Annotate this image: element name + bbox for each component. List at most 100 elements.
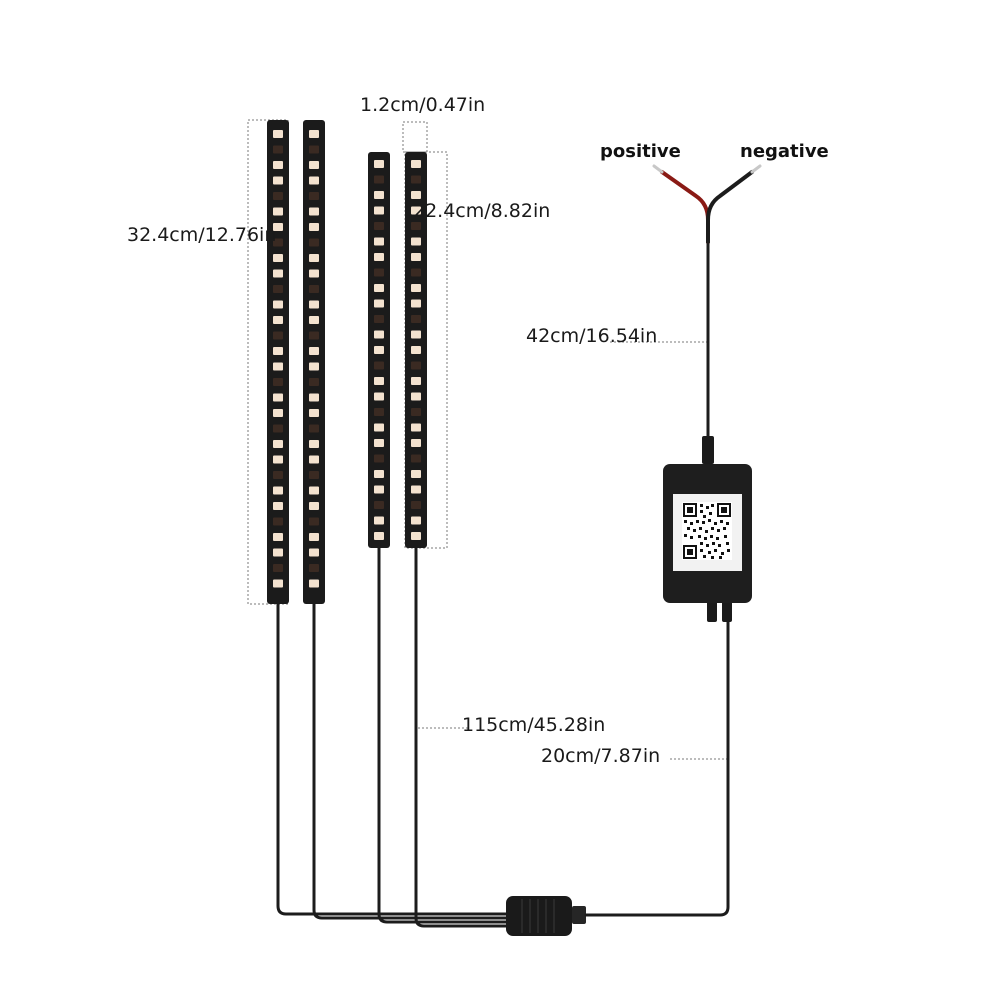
- led-chip: [309, 238, 319, 247]
- controller-cable: [584, 616, 730, 917]
- led-chip: [309, 331, 319, 340]
- led-chip: [374, 516, 384, 525]
- led-chip: [374, 330, 384, 339]
- led-strip-1: [267, 120, 289, 604]
- led-chip: [411, 284, 421, 292]
- led-chip: [273, 424, 283, 433]
- led-chip: [411, 532, 421, 540]
- power-cable-length-label: 42cm/16.54in: [526, 325, 657, 347]
- led-chip: [374, 439, 384, 447]
- led-chip: [374, 361, 384, 370]
- led-chip: [411, 315, 421, 323]
- led-chip: [309, 393, 319, 402]
- led-chip: [309, 347, 319, 355]
- led-chip: [309, 254, 319, 262]
- splitter-connector: [506, 896, 572, 936]
- led-chip: [309, 207, 319, 216]
- led-chip: [309, 455, 319, 464]
- led-chip: [411, 408, 421, 416]
- led-chip: [411, 392, 421, 401]
- negative-label: negative: [740, 141, 829, 162]
- led-chip: [309, 579, 319, 588]
- led-chip: [273, 161, 283, 169]
- led-chip: [374, 237, 384, 246]
- led-chip: [309, 517, 319, 526]
- led-chip: [374, 532, 384, 540]
- led-chip: [374, 175, 384, 184]
- led-chip: [309, 424, 319, 433]
- led-chip: [273, 223, 283, 231]
- led-chip: [374, 299, 384, 308]
- led-chips: [273, 130, 421, 588]
- led-chip: [273, 471, 283, 479]
- led-chip: [309, 486, 319, 495]
- led-chip: [374, 485, 384, 494]
- led-chip: [374, 346, 384, 354]
- led-chip: [411, 175, 421, 184]
- led-chip: [273, 579, 283, 588]
- led-chip: [309, 440, 319, 448]
- positive-label: positive: [600, 141, 681, 162]
- short-strip-length-label: 22.4cm/8.82in: [413, 200, 550, 222]
- led-chip: [273, 486, 283, 495]
- led-chip: [411, 516, 421, 525]
- led-chip: [309, 269, 319, 278]
- led-chip: [411, 299, 421, 308]
- led-chip: [374, 191, 384, 199]
- led-chip: [273, 207, 283, 216]
- led-chip: [309, 533, 319, 541]
- led-chip: [411, 206, 421, 215]
- led-chip: [273, 347, 283, 355]
- led-chip: [374, 315, 384, 323]
- led-chip: [411, 346, 421, 354]
- led-chip: [273, 564, 283, 572]
- led-chip: [309, 161, 319, 169]
- led-chip: [374, 423, 384, 432]
- led-chip: [273, 502, 283, 510]
- led-chip: [273, 362, 283, 371]
- led-chip: [273, 548, 283, 557]
- led-chip: [273, 517, 283, 526]
- strip-cable-3: [377, 544, 514, 924]
- controller-output-right: [722, 600, 732, 622]
- led-chip: [374, 470, 384, 478]
- led-chip: [309, 378, 319, 386]
- led-chip: [411, 377, 421, 385]
- positive-wire: [660, 170, 710, 244]
- led-chip: [273, 285, 283, 293]
- led-chip: [411, 361, 421, 370]
- led-chip: [374, 268, 384, 277]
- led-chip: [411, 485, 421, 494]
- led-chip: [374, 454, 384, 463]
- led-chip: [374, 222, 384, 230]
- long-strip-length-label: 32.4cm/12.76in: [127, 224, 276, 246]
- led-chip: [309, 548, 319, 557]
- led-chip: [374, 377, 384, 385]
- led-chip: [374, 501, 384, 509]
- splitter-grip: [521, 899, 555, 933]
- led-chip: [273, 393, 283, 402]
- led-chip: [273, 269, 283, 278]
- led-chip: [309, 223, 319, 231]
- led-chip: [309, 145, 319, 154]
- led-chip: [411, 253, 421, 261]
- led-chip: [309, 130, 319, 138]
- led-chip: [411, 454, 421, 463]
- qr-code-icon: [682, 502, 732, 560]
- led-chip: [374, 284, 384, 292]
- led-chip: [273, 130, 283, 138]
- led-chip: [309, 502, 319, 510]
- led-chip: [273, 533, 283, 541]
- led-chip: [309, 192, 319, 200]
- controller-input-strain-relief: [702, 436, 714, 464]
- led-chip: [411, 222, 421, 230]
- led-chip: [309, 362, 319, 371]
- led-chip: [411, 470, 421, 478]
- led-chip: [273, 176, 283, 185]
- led-chip: [273, 455, 283, 464]
- led-chip: [411, 439, 421, 447]
- led-strip-2: [303, 120, 325, 604]
- led-chip: [273, 238, 283, 247]
- strip-cable-2: [312, 600, 514, 920]
- led-chip: [273, 409, 283, 417]
